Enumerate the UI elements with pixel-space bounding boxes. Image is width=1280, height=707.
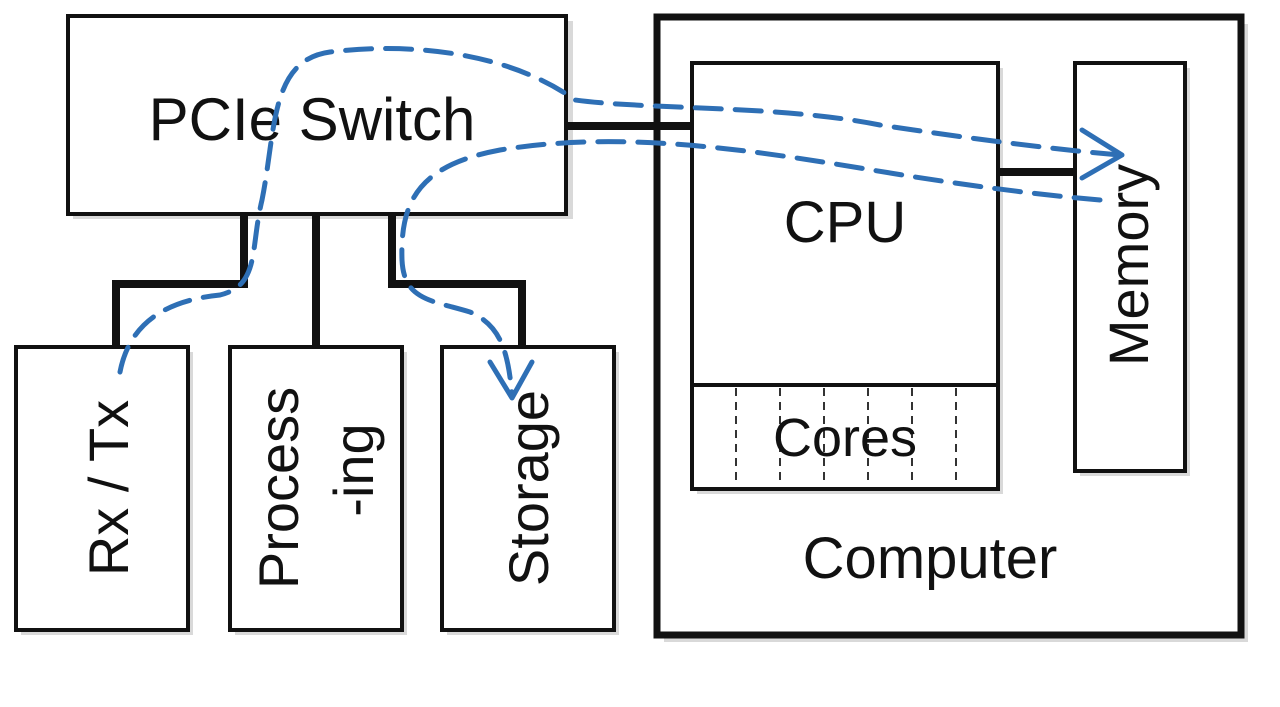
rxtx-box [14, 345, 190, 632]
pcie-switch-label: PCIe Switch [149, 86, 476, 153]
switch-to-storage-wire [388, 214, 526, 347]
cpu-label: CPU [784, 190, 906, 255]
cores-label: Cores [773, 408, 917, 468]
storage-label: Storage [497, 390, 560, 586]
switch-to-rxtx-wire [112, 214, 248, 347]
memory-box [1073, 61, 1187, 473]
rxtx-label: Rx / Tx [77, 400, 140, 576]
memory-label: Memory [1097, 164, 1160, 366]
computer-label: Computer [803, 526, 1058, 591]
memory-to-storage-flow [399, 139, 1103, 398]
processing-box [228, 345, 404, 632]
rxtx-to-memory-flow [117, 46, 1123, 375]
core-dividers [735, 388, 957, 486]
bus-wires [112, 122, 1075, 347]
processing-label-line1: Process [247, 387, 310, 589]
data-flows [117, 46, 1125, 401]
storage-box [440, 345, 616, 632]
pcie-switch-box [66, 14, 568, 216]
processing-label-line2: -ing [322, 423, 385, 516]
storage-arrowhead [487, 359, 535, 401]
memory-arrowhead [1079, 127, 1125, 181]
